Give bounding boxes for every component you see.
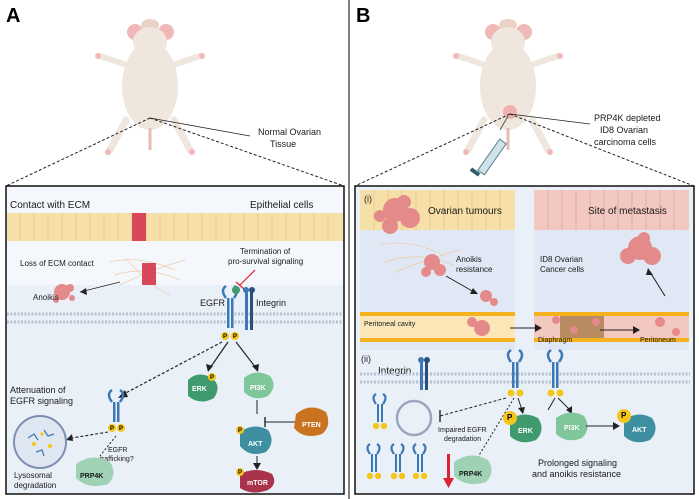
anoikis-label: Anoikis	[33, 293, 59, 302]
loss-ecm-label: Loss of ECM contact	[20, 259, 95, 268]
mtor: P mTOR	[236, 468, 275, 493]
panel-b-letter: B	[356, 5, 370, 27]
pi3k-b: PI3K	[556, 412, 588, 441]
panel-a-letter: A	[6, 5, 20, 27]
peritoneum-label: Peritoneum	[640, 337, 676, 344]
mouse-b-label-2: ID8 Ovarian	[600, 125, 648, 135]
tumour-mass-metastasis	[620, 232, 661, 265]
termination-label-1: Termination of	[240, 247, 291, 256]
egfr-receptor-b1	[506, 348, 524, 397]
impaired-label-1: Impaired EGFR	[438, 427, 487, 434]
mouse-a-label-1: Normal Ovarian	[258, 127, 321, 137]
egfr-label-a: EGFR	[200, 298, 226, 308]
epithelial-cells-title: Epithelial cells	[250, 200, 313, 211]
site-metastasis-label: Site of metastasis	[588, 206, 667, 217]
svg-text:P: P	[507, 413, 513, 422]
down-arrow-icon	[443, 454, 454, 488]
impaired-label-2: degradation	[444, 436, 481, 443]
lysosomal-label-2: degradation	[14, 481, 56, 490]
id8-label-1: ID8 Ovarian	[540, 255, 583, 264]
erk-b: P ERK	[503, 411, 542, 443]
epithelium-a	[7, 213, 343, 241]
mouse-b-label-1: PRP4K depleted	[594, 113, 661, 123]
empty-lysosome	[395, 399, 433, 437]
prolonged-label-2: and anoikis resistance	[532, 469, 621, 479]
membrane-b	[360, 372, 690, 384]
peritoneal-cavity-label: Peritoneal cavity	[364, 321, 416, 328]
contact-ecm-title: Contact with ECM	[10, 200, 90, 211]
tumour-mass-primary	[374, 195, 420, 234]
svg-text:AKT: AKT	[632, 427, 647, 434]
integrin-a	[243, 287, 255, 330]
tumour-cluster-1	[421, 254, 446, 277]
svg-text:mTOR: mTOR	[247, 480, 268, 487]
pi3k-a: PI3K	[244, 372, 274, 399]
syringe-icon	[469, 115, 509, 177]
egfr-receptor-b2	[546, 348, 564, 397]
attenuation-label-1: Attenuation of	[10, 385, 66, 395]
akt-a: P AKT	[236, 426, 272, 454]
anoikis-resistance-2: resistance	[456, 265, 493, 274]
id8-label-2: Cancer cells	[540, 265, 584, 274]
egfr-trafficking-1: EGFR	[108, 447, 127, 454]
mouse-b-label-3: carcinoma cells	[594, 137, 657, 147]
akt-b: P AKT	[617, 409, 656, 443]
svg-text:P: P	[119, 426, 123, 432]
svg-text:ERK: ERK	[192, 386, 207, 393]
attenuation-label-2: EGFR signaling	[10, 396, 73, 406]
ovarian-tumours-label: Ovarian tumours	[428, 206, 502, 217]
diaphragm-label: Diaphragm	[538, 337, 572, 344]
svg-text:PI3K: PI3K	[564, 425, 580, 432]
prp4k-a: PRP4K	[76, 457, 114, 486]
svg-text:P: P	[223, 334, 227, 340]
svg-text:P: P	[210, 375, 214, 381]
internalized-egfr-b2	[366, 443, 382, 480]
termination-label-2: pro-survival signaling	[228, 257, 303, 266]
svg-text:ERK: ERK	[518, 428, 533, 435]
lysosomal-label-1: Lysosomal	[14, 471, 52, 480]
internalized-egfr-b1	[372, 393, 388, 430]
svg-text:P: P	[110, 426, 114, 432]
mouse-a-label-2: Tissue	[270, 139, 296, 149]
prolonged-label-1: Prolonged signaling	[538, 458, 617, 468]
internalized-egfr-b4	[412, 443, 428, 480]
integrin-b	[418, 357, 430, 390]
svg-text:AKT: AKT	[248, 441, 263, 448]
lysosome	[13, 415, 67, 469]
svg-text:PTEN: PTEN	[302, 422, 321, 429]
svg-text:P: P	[238, 470, 242, 476]
integrin-label-a: Integrin	[256, 298, 286, 308]
anoikis-resistance-1: Anoikis	[456, 255, 482, 264]
detached-cell-a	[142, 263, 156, 285]
tumour-cluster-2	[480, 290, 498, 306]
anoikis-cell-a	[53, 284, 75, 303]
tumour-cluster-3	[467, 317, 490, 336]
erk-a: P ERK	[188, 373, 218, 402]
mouse-b	[453, 19, 563, 155]
mouse-a	[95, 19, 205, 155]
pten: PTEN	[294, 407, 329, 436]
internalized-egfr-b3	[390, 443, 406, 480]
prp4k-b: PRP4K	[454, 455, 492, 484]
svg-text:P: P	[238, 428, 242, 434]
svg-text:P: P	[621, 411, 627, 420]
svg-text:P: P	[233, 334, 237, 340]
svg-text:PRP4K: PRP4K	[80, 473, 103, 480]
membrane-a	[7, 312, 343, 324]
integrin-label-b: Integrin	[378, 366, 411, 377]
svg-text:PRP4K: PRP4K	[459, 471, 482, 478]
sub-ii-label: (ii)	[361, 354, 371, 364]
svg-text:PI3K: PI3K	[250, 385, 266, 392]
sub-i-label: (i)	[364, 194, 372, 204]
egfr-trafficking-2: trafficking?	[100, 456, 134, 463]
